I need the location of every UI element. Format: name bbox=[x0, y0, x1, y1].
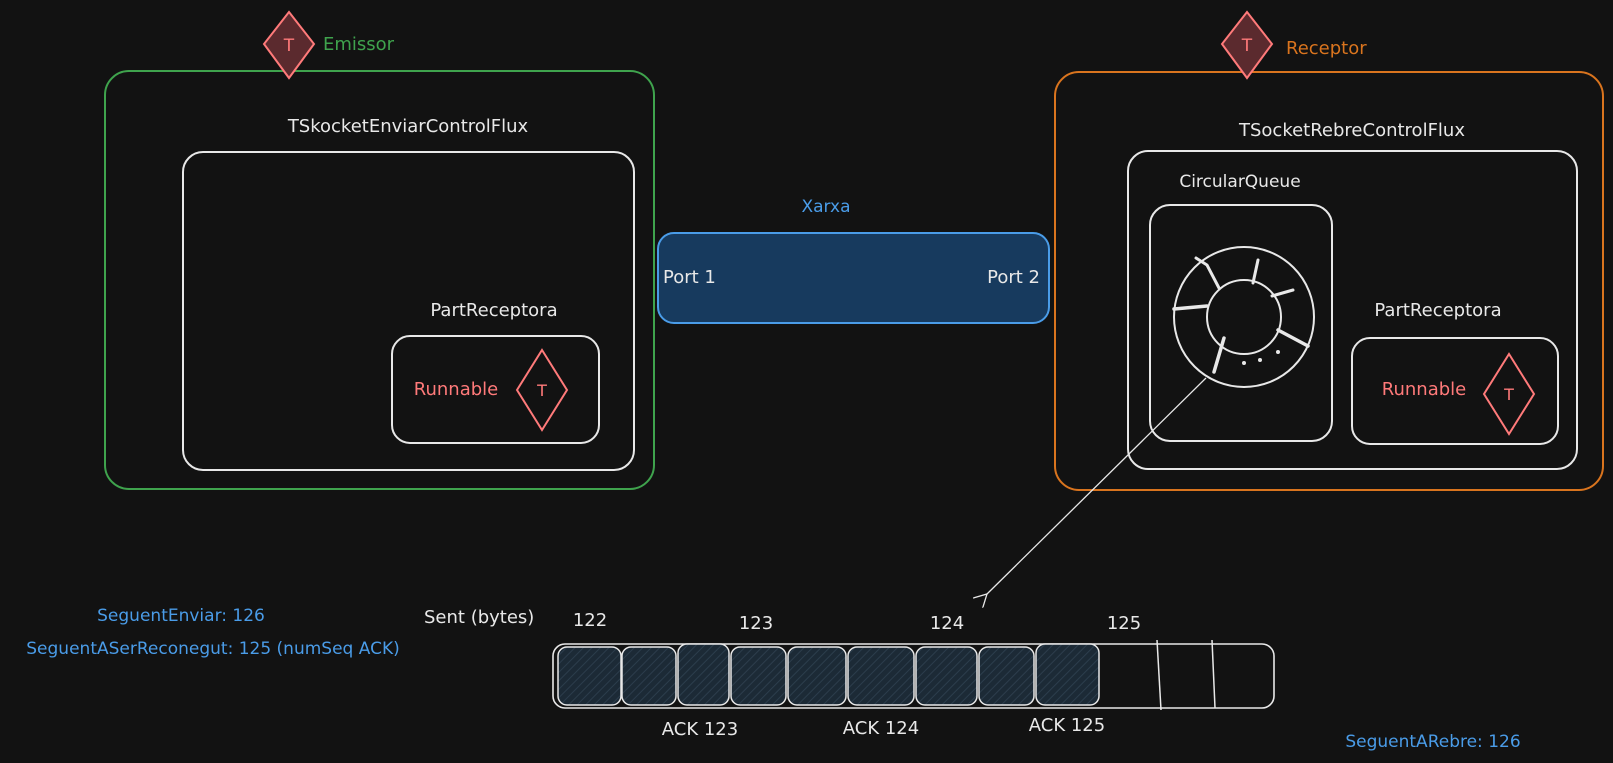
buffer-slot-filled bbox=[677, 643, 730, 706]
buffer-slot-filled bbox=[978, 646, 1035, 706]
receptor-socket-label: TSocketRebreControlFlux bbox=[1238, 120, 1465, 141]
emissor-part-label: PartReceptora bbox=[430, 300, 557, 321]
emissor-socket-label: TSkocketEnviarControlFlux bbox=[287, 116, 529, 137]
seq-label-125: 125 bbox=[1107, 613, 1141, 634]
receptor-label: Receptor bbox=[1286, 38, 1367, 59]
receptor-box bbox=[1054, 71, 1604, 491]
network-box bbox=[657, 232, 1050, 324]
ack-label-124: ACK 124 bbox=[843, 718, 919, 739]
emissor-label: Emissor bbox=[323, 34, 395, 55]
receptor-part-label: PartReceptora bbox=[1374, 300, 1501, 321]
receptor-socket-box bbox=[1127, 150, 1578, 470]
emissor-box bbox=[104, 70, 655, 490]
circular-queue-icon bbox=[1172, 246, 1315, 388]
emissor-group: T Emissor TSkocketEnviarControlFlux Part… bbox=[104, 10, 655, 490]
emissor-part-box bbox=[391, 335, 600, 444]
receptor-runnable-thread-icon: T bbox=[1482, 352, 1536, 436]
status-seguent-enviar: SeguentEnviar: 126 bbox=[97, 606, 265, 626]
buffer-slot-dividers bbox=[1156, 639, 1216, 711]
emissor-socket-box bbox=[182, 151, 635, 471]
emissor-runnable-thread-icon: T bbox=[515, 348, 569, 432]
buffer-slot-filled bbox=[787, 646, 847, 706]
buffer-slot-filled bbox=[730, 646, 787, 706]
emissor-runnable-icon-label: T bbox=[536, 381, 547, 400]
buffer-slot-filled bbox=[557, 646, 622, 706]
seq-label-122: 122 bbox=[573, 610, 607, 631]
buffer-slot-filled bbox=[621, 646, 677, 706]
buffer-slot-divider bbox=[1156, 639, 1162, 711]
ack-label-123: ACK 123 bbox=[662, 719, 738, 740]
queue-to-buffer-arrow bbox=[987, 377, 1207, 594]
buffer-outline bbox=[552, 643, 1275, 709]
receptor-runnable-label: Runnable bbox=[1382, 379, 1466, 400]
emissor-thread-icon: T bbox=[262, 10, 316, 80]
buffer-slot-filled bbox=[847, 646, 915, 706]
receptor-group: T Receptor TSocketRebreControlFlux Circu… bbox=[1054, 10, 1604, 491]
network-port-2: Port 2 bbox=[987, 267, 1040, 288]
receptor-queue-label: CircularQueue bbox=[1179, 172, 1300, 192]
status-seguent-rebre: SeguentARebre: 126 bbox=[1345, 732, 1520, 752]
buffer-label: Sent (bytes) bbox=[424, 607, 534, 628]
seq-label-124: 124 bbox=[930, 613, 964, 634]
receptor-part-box bbox=[1351, 337, 1559, 445]
network-group: Xarxa Port 1 Port 2 bbox=[657, 197, 1050, 324]
buffer-slot-filled bbox=[1035, 643, 1100, 706]
network-label: Xarxa bbox=[801, 197, 850, 217]
receptor-queue-box bbox=[1149, 204, 1333, 442]
seq-label-123: 123 bbox=[739, 613, 773, 634]
receptor-runnable-icon-label: T bbox=[1503, 385, 1514, 404]
sent-buffer-group: Sent (bytes) 122 123 124 125 ACK 123 ACK… bbox=[424, 607, 1275, 740]
emissor-runnable-label: Runnable bbox=[414, 379, 498, 400]
buffer-slot-filled bbox=[915, 646, 978, 706]
emissor-thread-icon-label: T bbox=[283, 36, 295, 56]
buffer-slots bbox=[557, 643, 1100, 706]
status-seguent-reconegut: SeguentASerReconegut: 125 (numSeq ACK) bbox=[26, 639, 399, 659]
buffer-slot-divider bbox=[1211, 639, 1216, 709]
receptor-thread-icon: T bbox=[1220, 10, 1274, 80]
network-port-1: Port 1 bbox=[663, 267, 716, 288]
ack-label-125: ACK 125 bbox=[1029, 715, 1105, 736]
receptor-thread-icon-label: T bbox=[1241, 36, 1253, 56]
